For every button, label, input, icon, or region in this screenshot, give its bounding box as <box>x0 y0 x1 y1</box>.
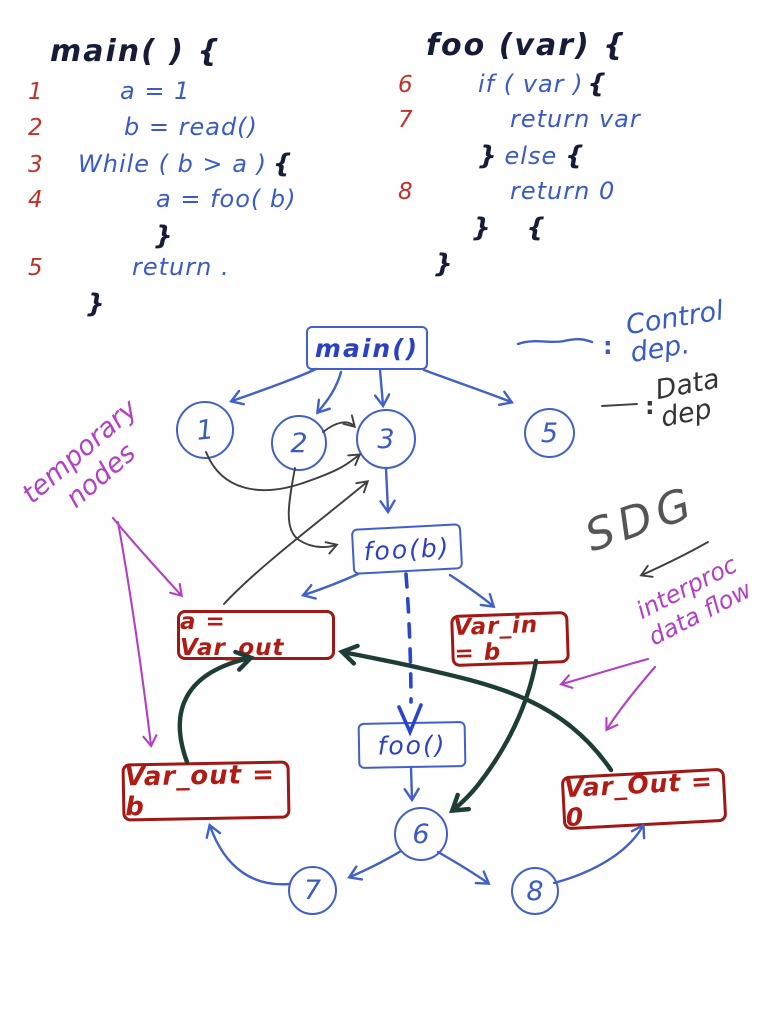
code-line: } <box>28 221 378 253</box>
arrow-interproc-down <box>605 665 657 732</box>
code-line: 8 return 0 <box>398 177 738 213</box>
node-3: 3 <box>356 409 416 469</box>
code-line: } <box>28 289 378 325</box>
note-sdg: SDG <box>578 476 704 563</box>
code-line: } <box>398 249 738 285</box>
edge-6-8 <box>436 850 488 883</box>
brace: } <box>434 249 453 279</box>
brace: } <box>478 141 497 171</box>
edge-2-3 <box>322 414 357 433</box>
arrow-temporary-avarout <box>111 516 183 598</box>
code-line: 3 While ( b > a ) { <box>28 149 378 185</box>
edge-7-varoutb <box>210 826 292 886</box>
code-text: return 0 <box>510 177 616 205</box>
code-text: While ( b > a ) <box>78 150 267 178</box>
code-title-foo: foo (var) { <box>426 28 627 63</box>
node-var-out-b: Var_out = b <box>121 760 291 822</box>
node-var-in: Var_in = b <box>450 610 570 668</box>
brace: } <box>86 289 105 319</box>
code-line: 4 a = foo( b) <box>28 185 378 221</box>
code-line: 2 b = read() <box>28 113 378 149</box>
edge-main-3 <box>380 368 383 405</box>
code-text: a = 1 <box>120 77 191 105</box>
edge-main-1 <box>232 367 318 401</box>
legend-data-colon: : <box>645 392 655 420</box>
edge-8-varout0 <box>552 826 643 885</box>
legend-control-colon: : <box>603 332 613 360</box>
code-line: } else { <box>398 141 738 177</box>
edge-main-2 <box>318 370 343 412</box>
node-5: 5 <box>524 408 575 458</box>
legend-control-dep-label: Control dep. <box>623 295 726 370</box>
legend-data-dep-label: Data dep <box>652 363 723 434</box>
line-number: 1 <box>28 79 43 105</box>
code-text: return . <box>132 253 230 281</box>
note-temporary-nodes: temporary nodes <box>16 393 144 515</box>
code-line: 1 a = 1 <box>28 77 378 113</box>
node-foo-b: foo(b) <box>350 523 464 575</box>
edge-foob-varin <box>448 573 493 606</box>
node-8: 8 <box>511 867 559 915</box>
code-block-foo: foo (var) { 6 if ( var ) { 7 return var … <box>398 28 738 285</box>
edge-2-foob <box>287 467 339 555</box>
code-text: b = read() <box>124 113 258 141</box>
node-1: 1 <box>173 398 237 462</box>
legend-control-line <box>516 338 594 346</box>
code-block-main: main( ) { 1 a = 1 2 b = read() 3 While (… <box>28 34 378 325</box>
node-main: main() <box>306 326 428 370</box>
node-7: 7 <box>288 866 337 915</box>
edge-varoutb-avarout <box>177 658 250 765</box>
edge-main-5 <box>422 368 511 402</box>
code-line: 5 return . <box>28 253 378 289</box>
code-text: else <box>504 142 558 170</box>
line-number: 3 <box>28 152 43 178</box>
brace: { <box>565 141 584 171</box>
brace: } <box>154 221 173 251</box>
code-text: a = foo( b) <box>156 185 297 213</box>
edge-foob-avarout <box>304 572 360 595</box>
line-number: 5 <box>28 255 43 281</box>
edge-avarout-3 <box>223 480 370 605</box>
legend-data-line <box>601 403 638 407</box>
code-line: 7 return var <box>398 105 738 141</box>
line-number: 4 <box>28 187 43 213</box>
note-interproc-data-flow: interproc data flow <box>631 550 756 652</box>
node-var-out-0: Var_Out = 0 <box>560 766 728 832</box>
edge-foo-6 <box>411 765 412 799</box>
line-number: 6 <box>398 72 413 98</box>
brace: } <box>472 213 491 243</box>
code-line: } { <box>398 213 738 249</box>
node-foo-call: foo() <box>357 721 467 769</box>
code-title-main: main( ) { <box>50 34 221 69</box>
edge-foob-foo-call <box>404 572 413 704</box>
line-number: 2 <box>28 115 43 141</box>
arrow-interproc-left <box>559 657 650 689</box>
brace: { <box>526 213 546 243</box>
node-2: 2 <box>271 415 327 471</box>
arrow-temporary-varoutb <box>116 520 158 748</box>
brace: { <box>587 69 607 99</box>
node-6: 6 <box>394 807 448 861</box>
edge-3-foob <box>386 466 388 511</box>
brace: { <box>272 149 292 179</box>
code-line: 6 if ( var ) { <box>398 69 738 105</box>
line-number: 8 <box>398 179 413 205</box>
code-text: if ( var ) <box>478 70 584 98</box>
line-number: 7 <box>398 107 413 133</box>
code-text: return var <box>510 105 641 133</box>
edge-6-7 <box>350 849 403 877</box>
node-a-var-out: a = Var_out <box>177 609 335 661</box>
